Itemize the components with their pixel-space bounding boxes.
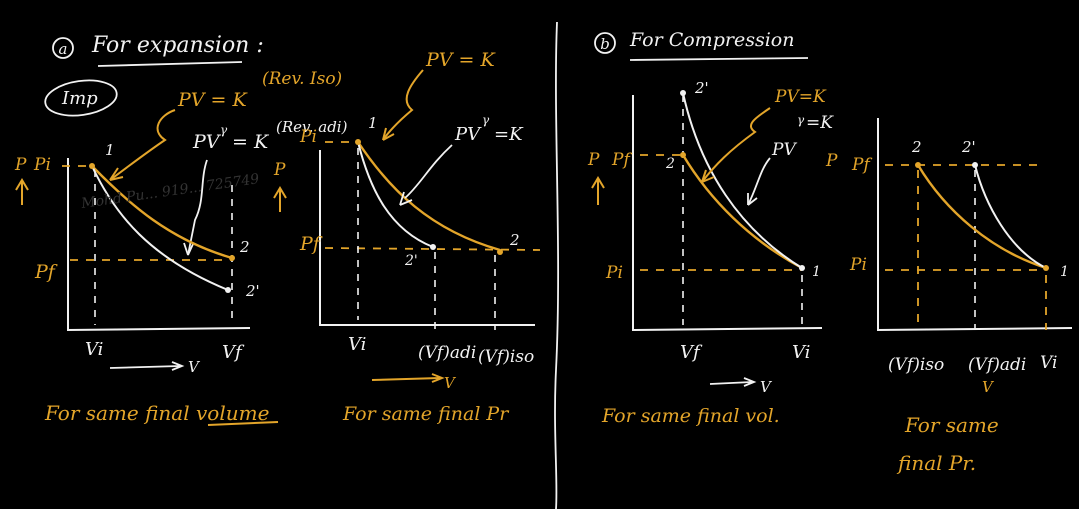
graph4-axes [877, 118, 1073, 332]
iso-equation-label: PV = K [177, 89, 249, 111]
graph4-v-axis: V [982, 378, 995, 396]
graph4-point-2prime: 2' [961, 138, 976, 156]
graph3-adi-exponent: γ [797, 113, 805, 127]
graph3-axes [632, 95, 823, 332]
graph4-caption-line1: For same [904, 413, 999, 437]
adi-equation-label: PV [192, 131, 222, 153]
part-a-title: For expansion : [91, 33, 264, 58]
graph1-adiabatic-curve [91, 165, 229, 291]
graph1-pf: Pf [34, 261, 58, 283]
graph4-pf: Pf [851, 155, 872, 175]
graph1: P Pi Pf 1 2 2' P Vi Vf V For same final … [14, 141, 287, 426]
graph2-point-2: 2 [509, 231, 520, 249]
graph4: P Pf Pi 2 2' 1 (Vf)iso (Vf)adi Vi V For … [825, 118, 1073, 475]
graph2-vi: Vi [348, 334, 366, 355]
graph2-top-label: PV = K [425, 49, 497, 71]
graph3-pf: Pf [611, 150, 632, 170]
part-a-marker: a [59, 40, 68, 58]
graph1-axes [67, 158, 251, 332]
graph1-vf: Vf [222, 342, 245, 363]
graph4-p-axis: P [825, 151, 838, 171]
graph3-caption: For same final vol. [601, 405, 780, 427]
graph3-point-1: 1 [812, 264, 821, 280]
section-divider [554, 21, 560, 509]
graph1-caption: For same final volume [44, 401, 269, 425]
graph4-caption-line2: final Pr. [896, 451, 976, 475]
graph1-vi: Vi [85, 339, 103, 360]
graph2-pf: Pf [299, 233, 323, 255]
graph3-point-2: 2 [665, 156, 675, 172]
graph3-adiabatic-curve [682, 92, 803, 269]
graph2-adi-rhs: =K [494, 124, 524, 145]
part-a-header: a For expansion : Imp [44, 33, 264, 117]
graph1-isothermal-curve [91, 165, 233, 260]
graph1-p-axis: P [14, 155, 27, 175]
graph2-point-2prime: 2' [404, 253, 418, 269]
graph2-axes [319, 150, 535, 326]
graph1-annotations: PV = K (Rev. Iso) PV γ = K (Rev. adi) [109, 69, 348, 256]
graph2-v-axis: V [444, 374, 457, 392]
graph1-right-p: P [273, 160, 286, 180]
part-b-marker: b [600, 35, 610, 53]
graph2-pi: Pi [299, 127, 317, 147]
graph3-adi-rhs: =K [806, 113, 834, 133]
adi-equation-rhs: = K [232, 131, 270, 153]
adi-exponent: γ [220, 123, 228, 137]
graph2-vf-iso: (Vf)iso [478, 347, 534, 367]
graph4-point-2: 2 [911, 138, 922, 156]
graph3-pi: Pi [605, 263, 623, 283]
imp-label: Imp [61, 88, 98, 109]
graph1-point-1: 1 [105, 141, 115, 159]
graph2-vf-adi: (Vf)adi [418, 343, 476, 363]
graph3-p-axis: P [587, 150, 600, 170]
iso-note: (Rev. Iso) [262, 69, 342, 89]
adi-note: (Rev. adi) [276, 118, 348, 136]
graph1-v-axis: V [188, 358, 201, 376]
graph3-vf: Vf [680, 342, 703, 363]
graph4-vf-iso: (Vf)iso [888, 355, 944, 375]
graph3-point-2prime: 2' [694, 79, 709, 97]
graph1-point-2prime: 2' [245, 282, 260, 300]
graph3: P Pf Pi 2' 2 1 PV=K PV γ =K Vf Vi V For … [587, 79, 834, 427]
graph4-adiabatic-curve [974, 164, 1047, 269]
graph2-caption: For same final Pr [342, 403, 510, 425]
watermark: Mohd Pu... 919... 725749 [79, 171, 260, 212]
part-b-header: b For Compression [594, 29, 809, 61]
graph3-v-axis: V [760, 378, 773, 396]
graph1-pi: Pi [33, 155, 51, 175]
graph2-isothermal-curve [357, 141, 501, 252]
graph4-point-1: 1 [1060, 264, 1069, 280]
graph4-vf-adi: (Vf)adi [968, 355, 1026, 375]
graph4-vi: Vi [1040, 353, 1057, 373]
graph4-pi: Pi [849, 255, 867, 275]
graph3-adi-label: PV [771, 140, 797, 160]
graph4-isothermal-curve [916, 164, 1047, 270]
graph3-isothermal-curve [681, 154, 803, 270]
graph1-point-2: 2 [239, 238, 250, 256]
graph3-iso-label: PV=K [774, 87, 827, 107]
graph2-point-1: 1 [368, 114, 378, 132]
graph2-adiabatic-curve [357, 141, 434, 248]
graph3-vi: Vi [792, 342, 810, 363]
graph2: Pi Pf 1 2 2' PV = K PV γ =K Vi (Vf)adi (… [299, 49, 541, 425]
part-b-title: For Compression [629, 29, 794, 51]
graph2-adi-exponent: γ [482, 113, 490, 127]
graph2-adi-label: PV [454, 124, 482, 145]
